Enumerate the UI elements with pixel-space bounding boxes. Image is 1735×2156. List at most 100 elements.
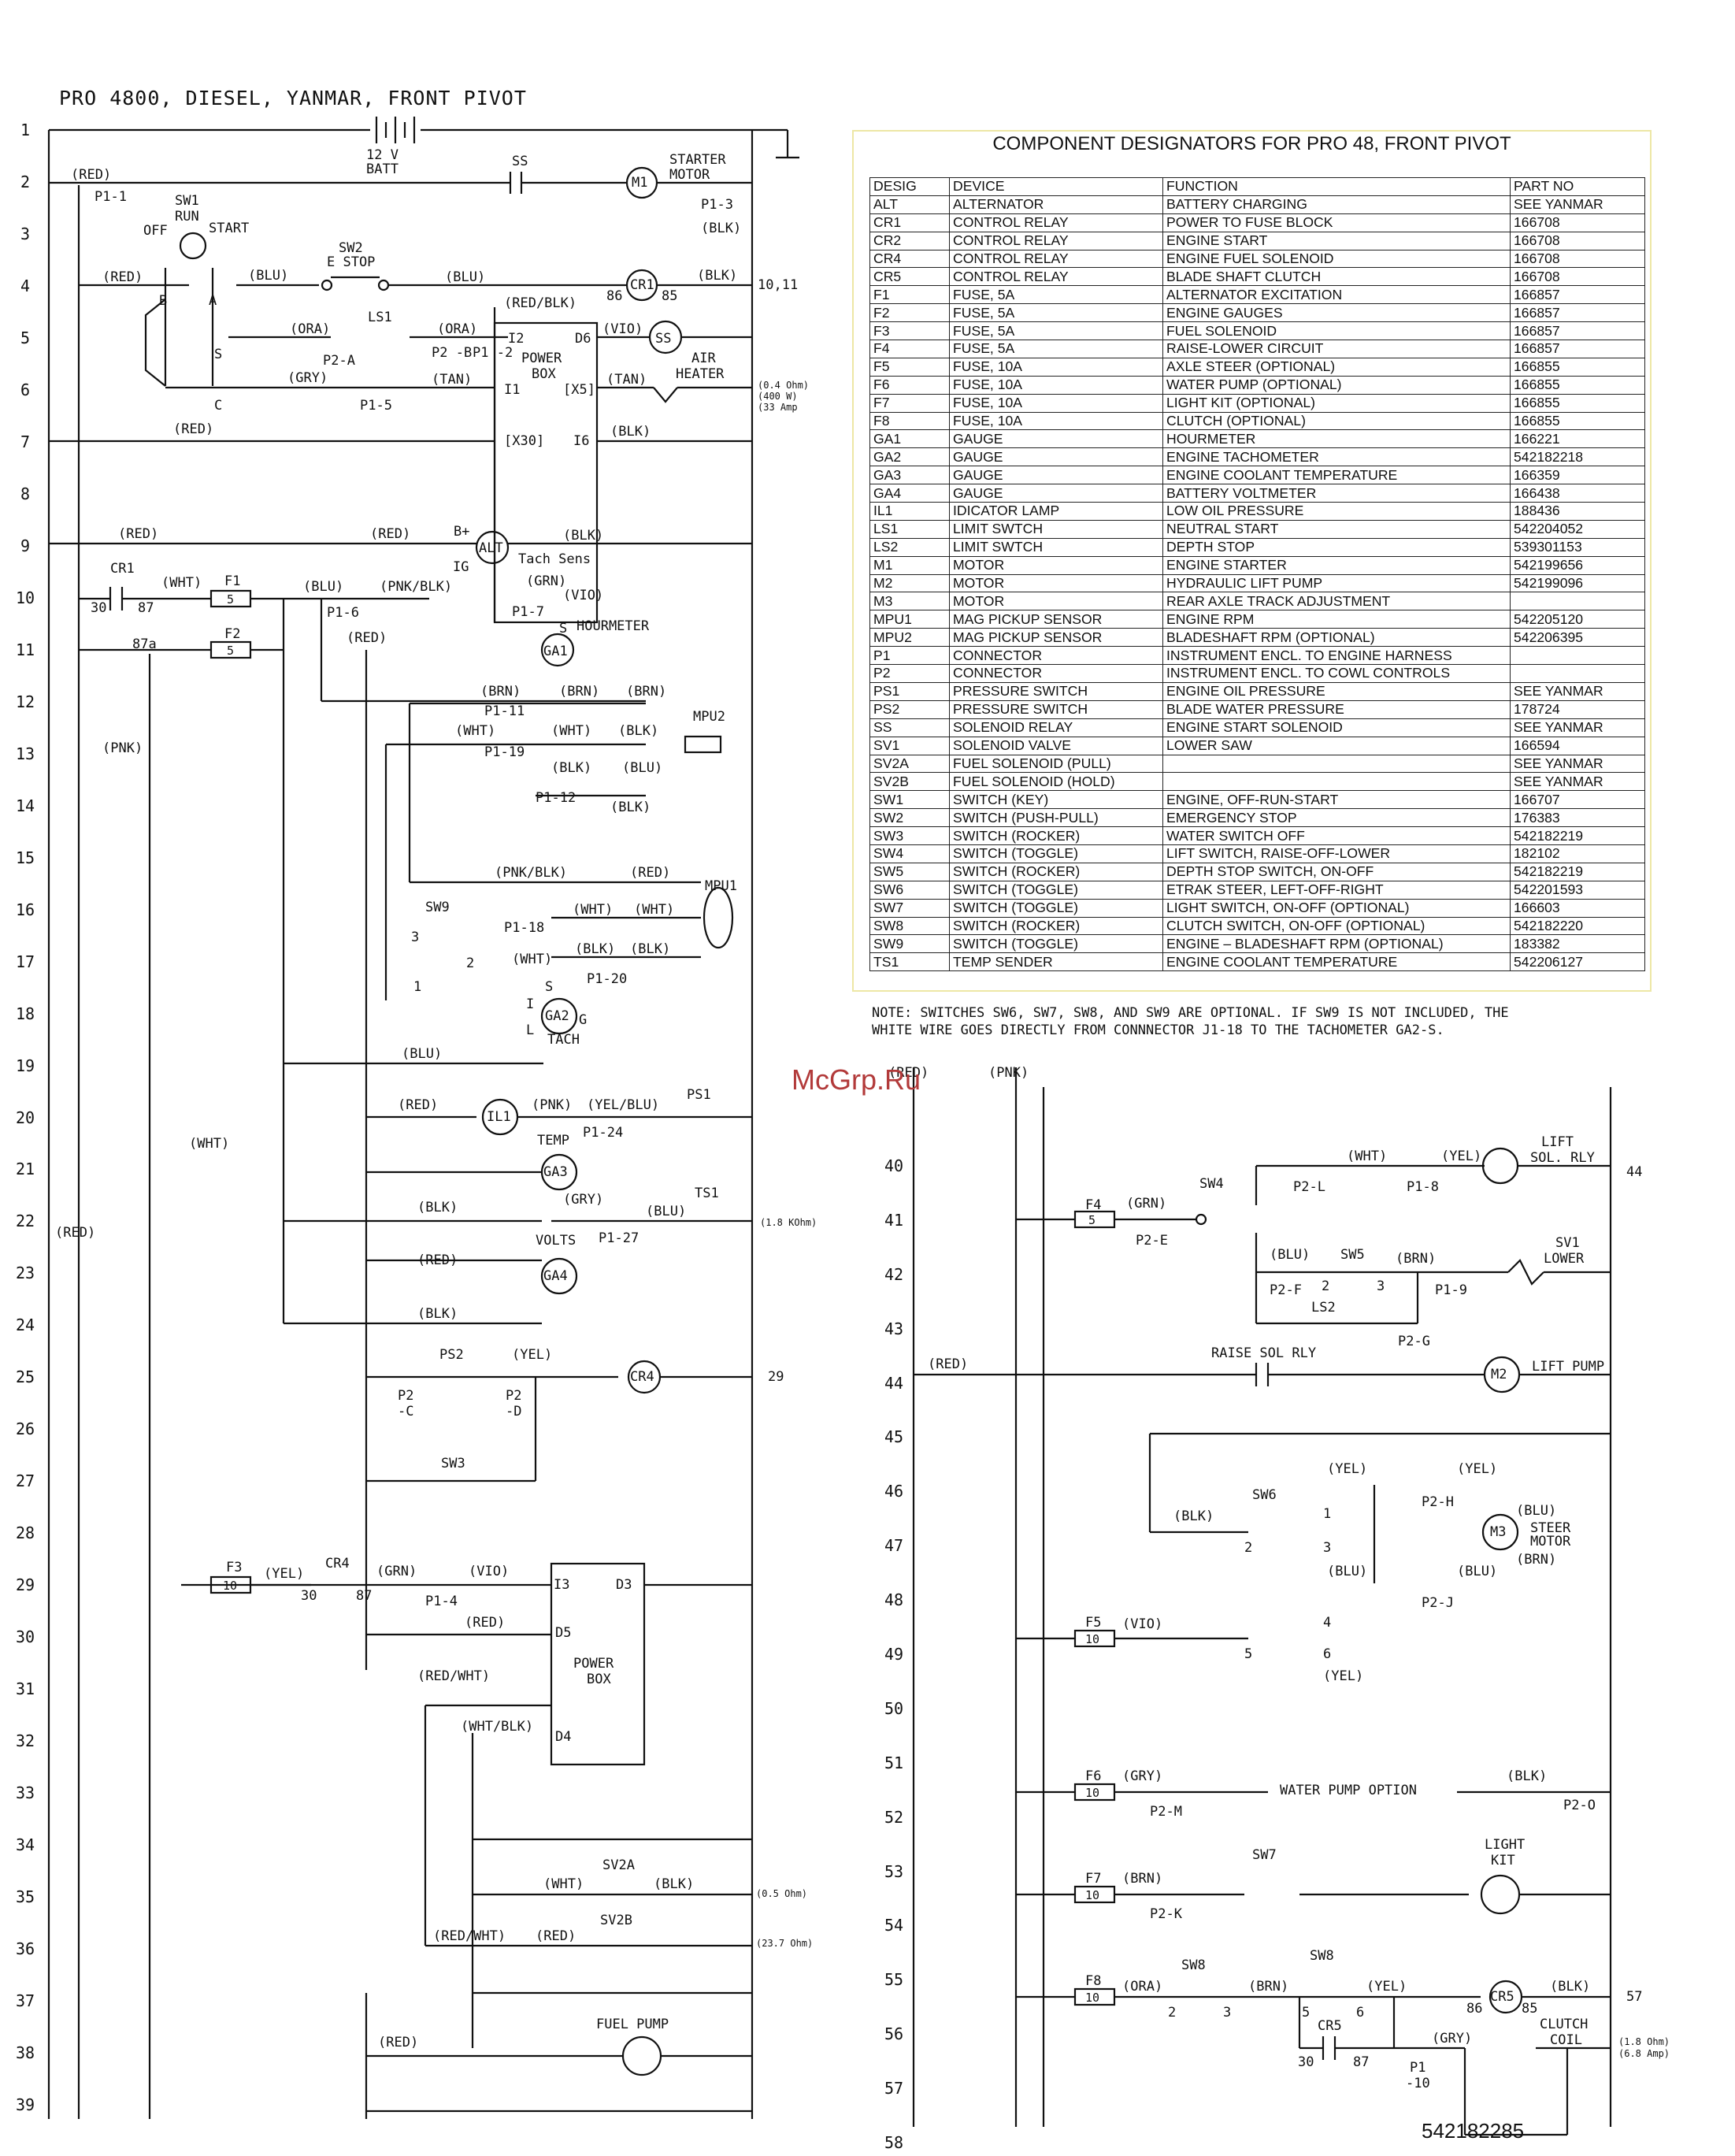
fuel-pump-label: FUEL PUMP	[596, 2017, 669, 2032]
row-number: 6	[20, 380, 31, 399]
cell-part-no: 542182219	[1510, 826, 1645, 845]
cell-function: ENGINE TACHOMETER	[1162, 447, 1511, 467]
row-number: 18	[15, 1004, 35, 1023]
cell-function: ENGINE START	[1162, 231, 1511, 250]
cell-desig: M1	[869, 555, 950, 575]
sw7-label: SW7	[1252, 1847, 1277, 1863]
ss-relay-label: SS	[655, 331, 672, 347]
f7-label: F7	[1085, 1871, 1102, 1887]
row-number: 9	[20, 536, 31, 555]
sw5-3-label: 3	[1377, 1278, 1385, 1294]
power-box-label: POWER	[521, 351, 562, 366]
cell-function: ALTERNATOR EXCITATION	[1162, 285, 1511, 305]
cell-desig: CR4	[869, 249, 950, 269]
power-box2-label: POWER	[573, 1656, 614, 1672]
cr1-85-label: 85	[662, 288, 678, 304]
power-box2-label2: BOX	[587, 1672, 611, 1687]
cell-part-no	[1510, 646, 1645, 666]
f6-label: F6	[1085, 1768, 1102, 1784]
row-number: 5	[20, 328, 31, 347]
row-number: 51	[884, 1753, 904, 1772]
ls1-label: LS1	[368, 310, 392, 325]
f8-label: F8	[1085, 1973, 1102, 1989]
row-number: 46	[884, 1482, 904, 1501]
cell-desig: GA2	[869, 447, 950, 467]
row-number: 41	[884, 1210, 904, 1230]
sw6-label: SW6	[1252, 1487, 1277, 1503]
sv2b-spec: (23.7 Ohm)	[756, 1938, 814, 1949]
cell-device: FUSE, 10A	[949, 375, 1163, 395]
row-number: 37	[15, 1991, 35, 2011]
cell-device: CONTROL RELAY	[949, 249, 1163, 269]
sw1-off-label: OFF	[143, 223, 168, 239]
wire-vio-row10: (VIO)	[563, 588, 604, 603]
sw1-c-label: C	[214, 398, 223, 414]
row-number: 7	[20, 432, 31, 451]
air-label: AIR	[691, 351, 716, 366]
sw8-label-a: SW8	[1181, 1957, 1206, 1973]
wire-yelblu-row20: (YEL/BLU)	[587, 1097, 660, 1113]
row-number: 15	[15, 848, 35, 867]
cell-device: SWITCH (TOGGLE)	[949, 880, 1163, 900]
wire-tan-row6a: (TAN)	[432, 372, 473, 388]
wire-wht-row13a: (WHT)	[455, 723, 496, 739]
cell-part-no: 166857	[1510, 321, 1645, 341]
wire-yel-row46a: (YEL)	[1327, 1461, 1368, 1477]
cell-part-no: SEE YANMAR	[1510, 195, 1645, 214]
cell-desig: LS2	[869, 537, 950, 557]
sw5-label: SW5	[1340, 1247, 1365, 1263]
wire-red-row23: (RED)	[417, 1252, 458, 1268]
sw6-2-label: 2	[1244, 1540, 1253, 1556]
row-number: 16	[15, 900, 35, 919]
cell-device: FUEL SOLENOID (HOLD)	[949, 772, 1163, 792]
row-number: 26	[15, 1419, 35, 1439]
cell-device: FUSE, 10A	[949, 357, 1163, 377]
wire-red-row7: (RED)	[173, 421, 214, 437]
pbox2-d4-label: D4	[555, 1729, 572, 1745]
wire-wht-row40: (WHT)	[1347, 1149, 1388, 1164]
wire-blu-row48: (BLU)	[1327, 1564, 1368, 1579]
cell-function: BLADESHAFT RPM (OPTIONAL)	[1162, 628, 1511, 648]
row-number: 20	[15, 1108, 35, 1127]
row-number: 48	[884, 1590, 904, 1610]
p2-e-label: P2-E	[1136, 1233, 1168, 1249]
cell-device: GAUGE	[949, 466, 1163, 485]
cell-function: FUEL SOLENOID	[1162, 321, 1511, 341]
cr1-87-label: 87	[138, 600, 154, 616]
cell-device: GAUGE	[949, 484, 1163, 503]
wire-red-row2: (RED)	[71, 167, 112, 183]
p1-18-label: P1-18	[504, 920, 545, 936]
cell-function	[1162, 772, 1511, 792]
note-line-1: NOTE: SWITCHES SW6, SW7, SW8, AND SW9 AR…	[872, 1005, 1509, 1021]
cell-part-no: 166857	[1510, 285, 1645, 305]
p2-m-label: P2-M	[1150, 1804, 1182, 1820]
wire-blu-row10: (BLU)	[303, 579, 344, 595]
p2-k-label: P2-K	[1150, 1906, 1182, 1922]
battery-label: BATT	[366, 161, 399, 177]
cell-part-no	[1510, 664, 1645, 683]
row-number: 39	[15, 2095, 35, 2114]
alt-bplus-label: B+	[454, 524, 470, 540]
tach-label: TACH	[547, 1032, 580, 1048]
tach-sens-label: Tach Sens	[518, 551, 591, 567]
p2-g-label: P2-G	[1398, 1334, 1430, 1349]
cell-part-no: 166603	[1510, 898, 1645, 918]
wire-ora-row56: (ORA)	[1122, 1979, 1163, 1995]
cell-part-no: 542199096	[1510, 573, 1645, 593]
steer-motor-label: MOTOR	[1530, 1534, 1571, 1549]
cr5-87-label: 87	[1353, 2054, 1370, 2070]
pbox-i1-label: I1	[504, 382, 521, 398]
alt-label: ALT	[479, 540, 503, 556]
cell-function: LIGHT KIT (OPTIONAL)	[1162, 393, 1511, 413]
